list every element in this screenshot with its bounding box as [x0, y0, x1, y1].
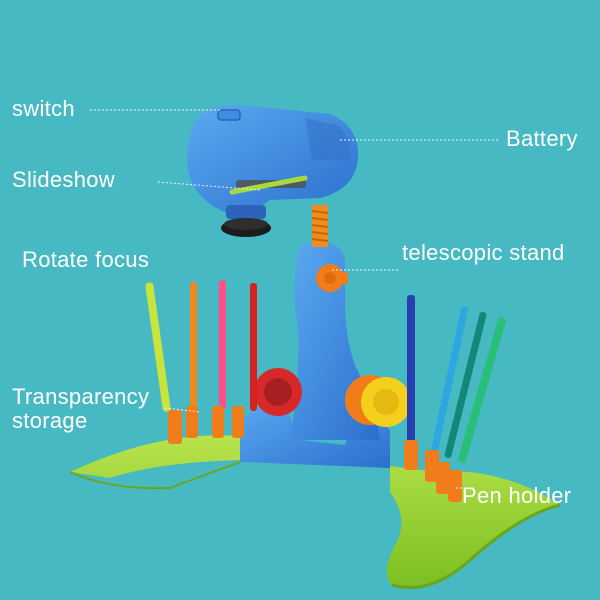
projector-head	[187, 105, 359, 237]
battery-label: Battery	[506, 126, 578, 151]
transparency-discs	[254, 368, 411, 427]
rotate-focus-label: Rotate focus	[22, 247, 150, 272]
right-markers	[404, 295, 506, 502]
leader-lines	[90, 109, 500, 489]
transparency-line-1: Transparency	[12, 384, 150, 409]
transparency-storage-label: Transparency storage	[12, 385, 149, 433]
switch-label: switch	[12, 96, 75, 121]
telescopic-stand-label: telescopic stand	[402, 240, 565, 265]
blue-base-tray	[240, 398, 390, 468]
slideshow-label: Slideshow	[12, 167, 115, 192]
focus-knob-orange	[316, 264, 348, 292]
transparency-line-2: storage	[12, 408, 88, 433]
pen-holder-label: Pen holder	[462, 483, 572, 508]
left-markers	[145, 280, 257, 444]
